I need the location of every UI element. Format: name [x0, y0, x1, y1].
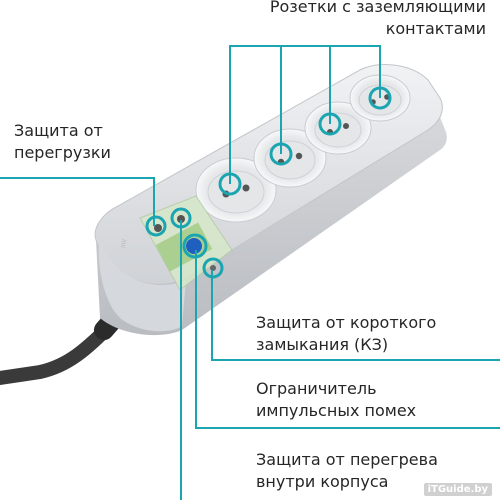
label-overload-protection: Защита от перегрузки — [14, 121, 111, 162]
socket-4 — [349, 74, 411, 122]
callout-lines — [0, 45, 500, 500]
callout-markers — [145, 86, 392, 279]
site-watermark: iTGuide.by — [423, 483, 492, 496]
label-short-circuit-protection: Защита от короткого замыкания (КЗ) — [256, 313, 437, 354]
label-grounded-sockets: Розетки с заземляющими контактами — [269, 0, 486, 38]
svg-text:IIIII: IIIII — [120, 238, 128, 248]
label-surge-limiter: Ограничитель импульсных помех — [256, 379, 417, 420]
label-overheat-protection: Защита от перегрева внутри корпуса — [256, 450, 438, 491]
